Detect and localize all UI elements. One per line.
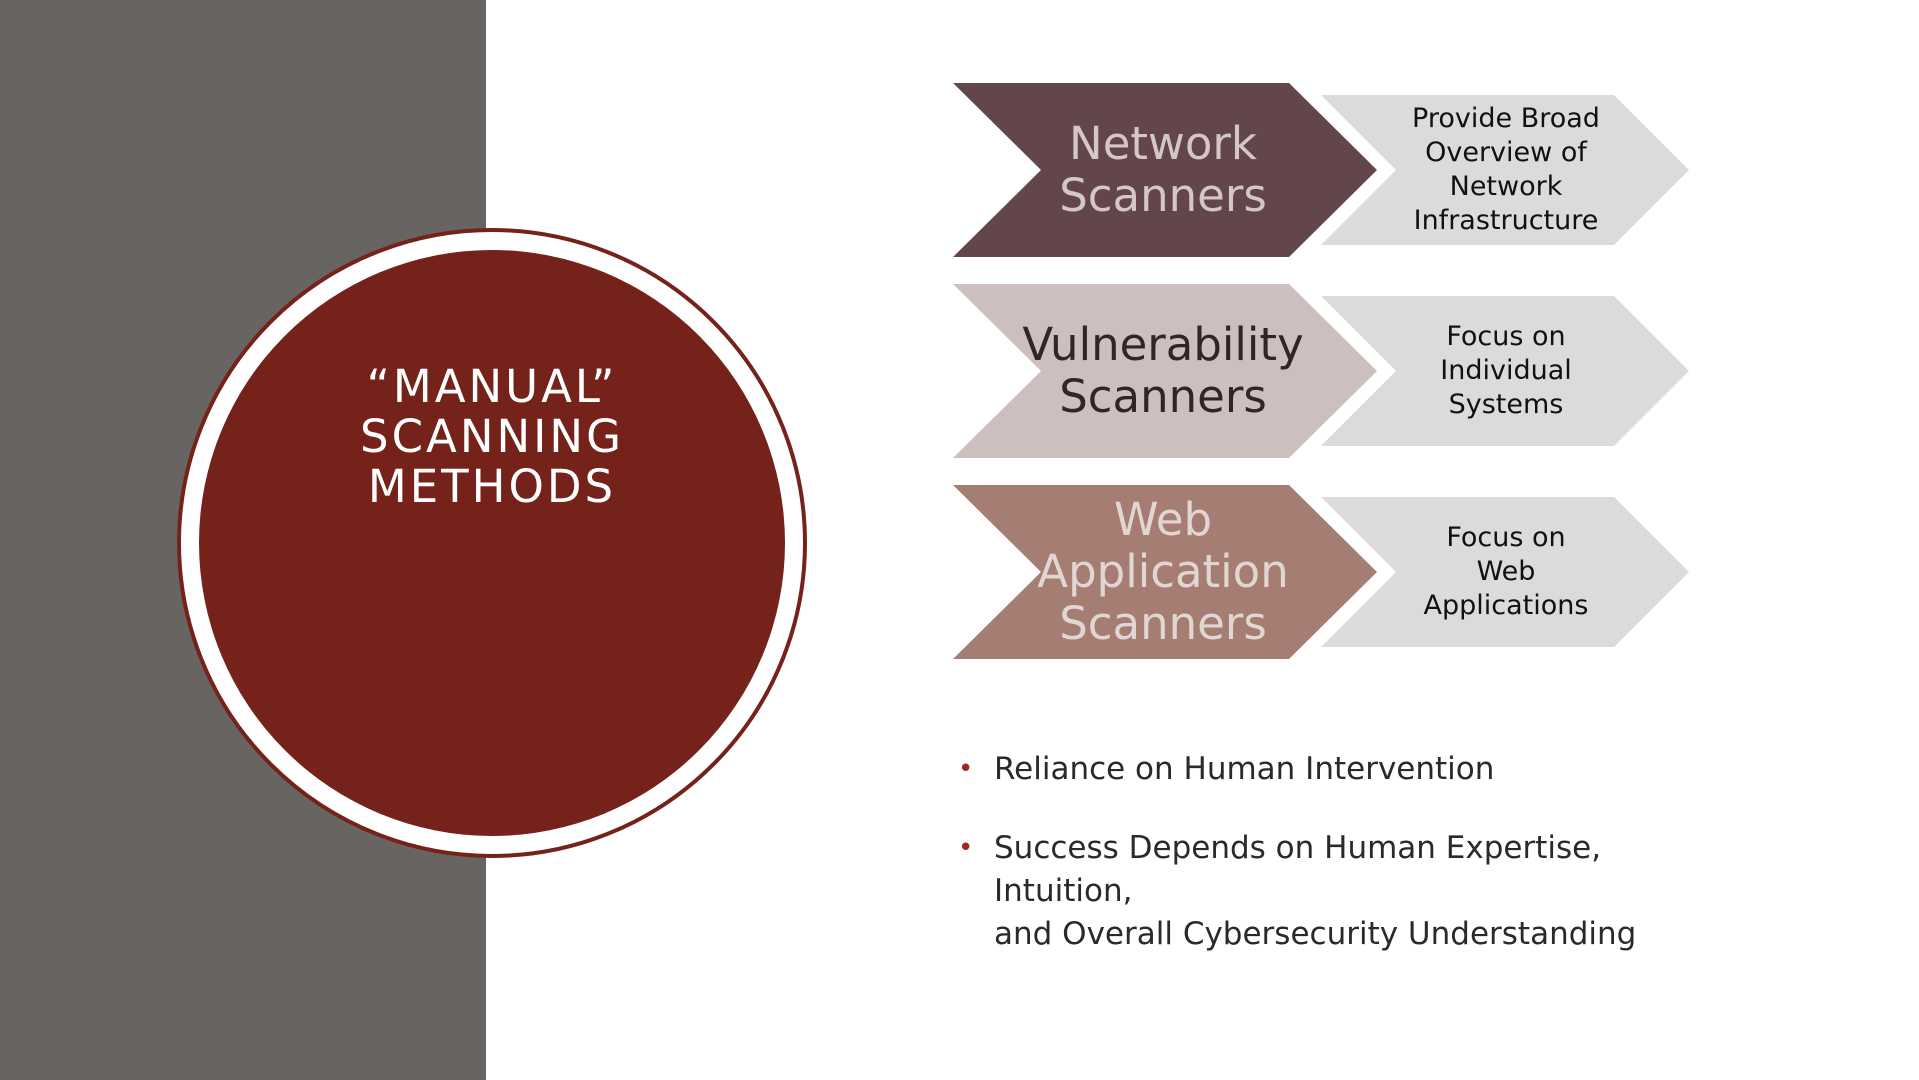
bullet-list: • Reliance on Human Intervention • Succe… xyxy=(958,748,1738,992)
chevron-web-application-scanners xyxy=(953,485,1377,659)
web-application-scanners-description: Focus on Web Applications xyxy=(1395,497,1617,647)
bullet-text-line: Success Depends on Human Expertise, Intu… xyxy=(994,830,1602,909)
chevron-network-description xyxy=(1321,95,1689,245)
network-scanners-label: Network Scanners xyxy=(1038,83,1288,257)
chevron-network-scanners xyxy=(953,83,1377,257)
web-application-scanners-label: Web Application Scanners xyxy=(1028,485,1298,659)
slide-title-line: SCANNING xyxy=(360,410,624,463)
vulnerability-scanners-description: Focus on Individual Systems xyxy=(1395,296,1617,446)
description-line: Overview of xyxy=(1425,137,1587,168)
label-line: Vulnerability xyxy=(1022,318,1304,371)
label-line: Network xyxy=(1069,117,1257,170)
bullet-dot-icon: • xyxy=(958,754,974,784)
title-circle xyxy=(199,250,785,836)
network-scanners-description: Provide Broad Overview of Network Infras… xyxy=(1395,95,1617,245)
label-line: Web xyxy=(1113,493,1213,546)
description-line: Applications xyxy=(1423,590,1589,621)
description-line: Web xyxy=(1476,556,1536,587)
chevron-vulnerability-description xyxy=(1321,296,1689,446)
vulnerability-scanners-label: Vulnerability Scanners xyxy=(1022,284,1303,458)
slide-title-line: METHODS xyxy=(367,460,617,513)
description-line: Provide Broad xyxy=(1412,103,1600,134)
description-line: Focus on xyxy=(1446,522,1566,553)
description-line: Infrastructure xyxy=(1413,205,1599,236)
bullet-text: Reliance on Human Intervention xyxy=(994,751,1495,787)
description-line: Focus on xyxy=(1446,321,1566,352)
slide-title: “MANUAL” SCANNING METHODS xyxy=(249,362,735,512)
bullet-item: • Reliance on Human Intervention xyxy=(958,748,1738,791)
label-line: Scanners xyxy=(1059,169,1267,222)
bullet-dot-icon: • xyxy=(958,833,974,863)
bullet-item: • Success Depends on Human Expertise, In… xyxy=(958,827,1738,956)
bullet-text-line: and Overall Cybersecurity Understanding xyxy=(994,916,1637,952)
chevron-web-application-description xyxy=(1321,497,1689,647)
description-line: Individual xyxy=(1440,355,1572,386)
label-line: Scanners xyxy=(1059,370,1267,423)
label-line: Application xyxy=(1037,545,1289,598)
description-line: Network xyxy=(1449,171,1563,202)
label-line: Scanners xyxy=(1059,597,1267,650)
description-line: Systems xyxy=(1448,389,1564,420)
slide-title-line: “MANUAL” xyxy=(366,360,618,413)
chevron-vulnerability-scanners xyxy=(953,284,1377,458)
